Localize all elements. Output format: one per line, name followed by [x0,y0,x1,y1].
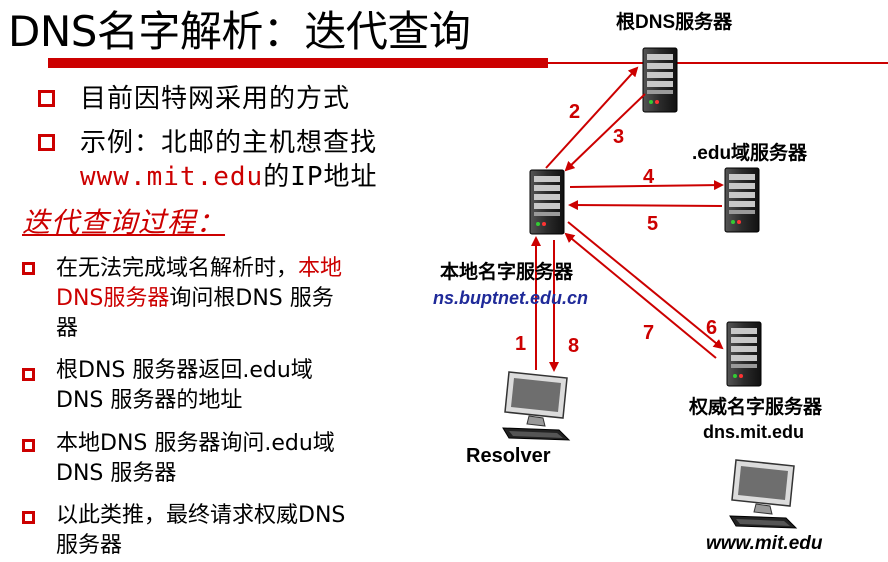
step-text-highlight: DNS服务器 [56,286,170,311]
arrow-6 [567,221,724,350]
arrow-number-7: 7 [643,322,654,344]
local-dns-label: 本地名字服务器 [440,260,574,283]
arrow-4 [569,180,724,191]
step-text-line2: DNS 服务器的地址 [56,388,243,413]
arrow-3 [564,93,646,172]
bullet-square-icon [38,90,55,107]
arrow-5 [568,200,723,211]
local-dns-server-icon [529,169,565,235]
arrow-2 [545,66,639,169]
step-text-highlight: 本地 [298,256,343,281]
auth-dns-label: 权威名字服务器 [688,395,823,418]
step-text: 在无法完成域名解析时，本地 [56,253,342,285]
bullet-square-icon [22,511,35,524]
edu-dns-label: .edu域服务器 [692,141,808,164]
bullet-text: 示例：北邮的主机想查找 [80,128,378,158]
step-text-part: 询问根DNS 服务 [169,286,334,311]
client-computer-icon [729,459,797,529]
step-text-line3: 器 [56,316,79,341]
title-underline-bar [48,58,548,68]
bullet-square-icon [22,262,35,275]
step-text-line2: DNS 服务器 [56,461,177,486]
arrow-number-4: 4 [643,166,655,188]
bullet-text-line2: www.mit.edu的IP地址 [80,160,378,194]
step-text: 以此类推，最终请求权威DNS [56,503,346,528]
client-label: www.mit.edu [706,533,823,554]
page-title: DNS名字解析：迭代查询 [8,7,471,56]
root-dns-server-icon [642,47,678,113]
step-text-line2: 服务器 [56,533,123,558]
arrow-number-1: 1 [515,333,526,355]
step-text-part: 在无法完成域名解析时， [56,256,299,281]
arrow-number-5: 5 [647,213,658,235]
edu-dns-server-icon [724,167,760,233]
title-underline-line [548,62,888,64]
bullet-square-icon [22,439,35,452]
step-text: 本地DNS 服务器询问.edu域 [56,431,335,456]
step-text-line2: DNS服务器询问根DNS 服务 [56,283,334,315]
bullet-square-icon [22,368,35,381]
auth-dns-host: dns.mit.edu [703,422,804,442]
bullet-text: 目前因特网采用的方式 [80,84,351,114]
section-title: 迭代查询过程： [22,206,226,239]
bullet-square-icon [38,134,55,151]
bullet-text-suffix: 的IP地址 [263,162,378,192]
auth-dns-server-icon [726,321,762,387]
root-dns-label: 根DNS服务器 [616,10,733,33]
arrow-number-3: 3 [613,126,624,148]
arrow-number-6: 6 [706,317,717,339]
resolver-computer-icon [502,371,570,441]
resolver-label: Resolver [466,445,551,467]
local-dns-host: ns.buptnet.edu.cn [433,288,588,308]
arrow-number-8: 8 [568,335,579,357]
arrow-number-2: 2 [569,101,580,123]
step-text: 根DNS 服务器返回.edu域 [56,358,313,383]
arrow-7 [564,232,717,359]
example-domain: www.mit.edu [80,162,264,192]
